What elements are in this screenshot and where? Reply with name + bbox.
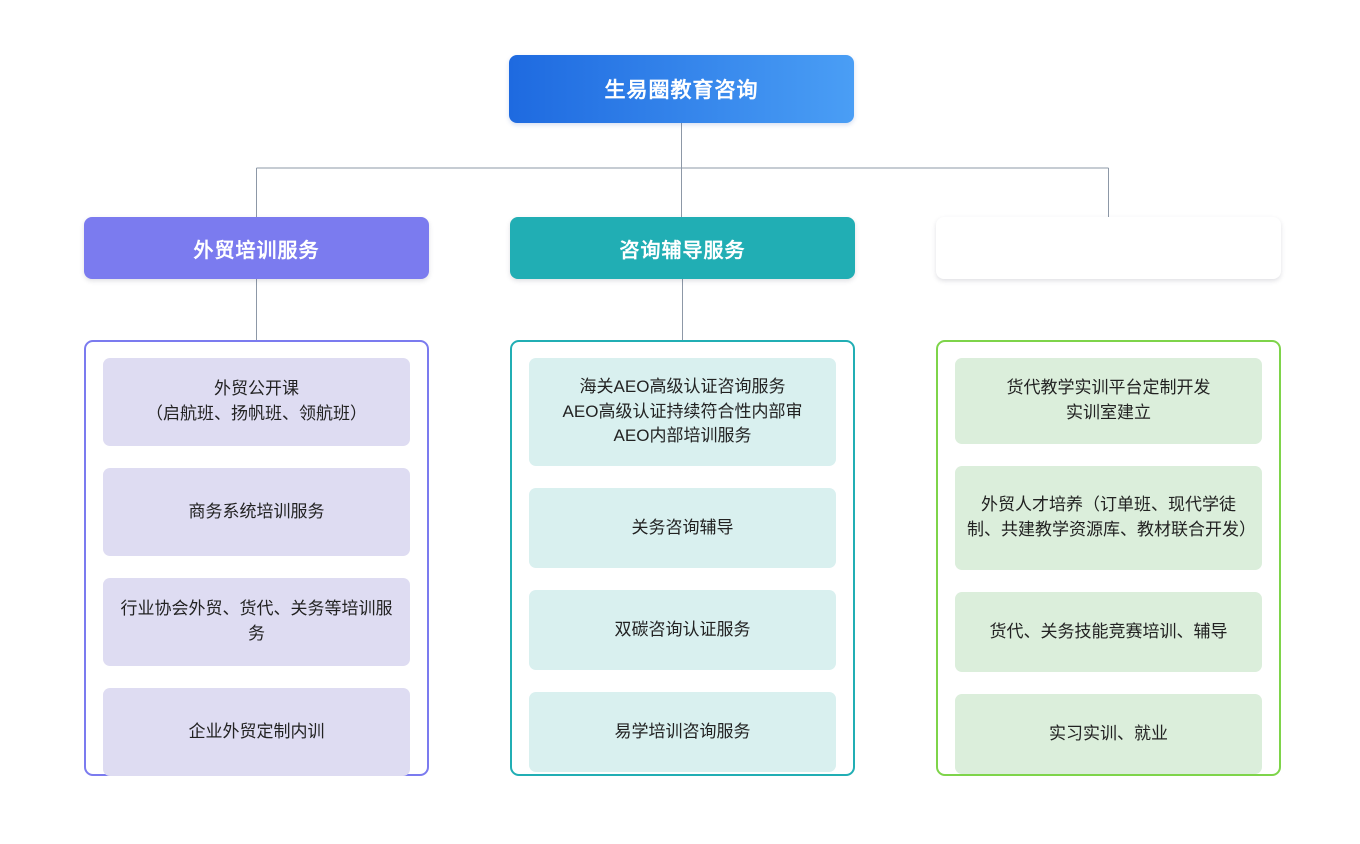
service-card[interactable]: 企业外贸定制内训 (103, 688, 410, 776)
service-card[interactable]: 行业协会外贸、货代、关务等培训服务 (103, 578, 410, 666)
column-container-zixun-fudao: 海关AEO高级认证咨询服务 AEO高级认证持续符合性内部审 AEO内部培训服务关… (510, 340, 855, 776)
service-card-label: 外贸公开课 （启航班、扬帆班、领航班） (146, 379, 367, 423)
service-card[interactable]: 实习实训、就业 (955, 694, 1262, 774)
service-card-label: 易学培训咨询服务 (614, 721, 751, 741)
service-card[interactable]: 货代、关务技能竞赛培训、辅导 (955, 592, 1262, 672)
column-header-zixun-fudao[interactable]: 咨询辅导服务 (510, 217, 855, 279)
service-card-label: 关务咨询辅导 (631, 517, 734, 537)
service-card[interactable]: 商务系统培训服务 (103, 468, 410, 556)
service-card[interactable]: 关务咨询辅导 (529, 488, 836, 568)
column-header-label: 外贸培训服务 (193, 239, 320, 262)
service-card-label: 货代、关务技能竞赛培训、辅导 (989, 621, 1228, 641)
service-card[interactable]: 外贸公开课 （启航班、扬帆班、领航班） (103, 358, 410, 446)
service-card-label: 行业协会外贸、货代、关务等培训服务 (120, 599, 393, 643)
service-card-label: 货代教学实训平台定制开发 实训室建立 (1006, 378, 1211, 422)
root-node[interactable]: 生易圈教育咨询 (509, 55, 854, 123)
column-container-waimao-peixun: 外贸公开课 （启航班、扬帆班、领航班） 商务系统培训服务行业协会外贸、货代、关务等… (84, 340, 429, 776)
service-card-label: 海关AEO高级认证咨询服务 AEO高级认证持续符合性内部审 AEO内部培训服务 (562, 377, 803, 446)
service-card-label: 外贸人才培养（订单班、现代学徒制、共建教学资源库、教材联合开发） (967, 495, 1256, 539)
column-header-label: 校企合作服务 (1045, 239, 1172, 262)
service-card[interactable]: 外贸人才培养（订单班、现代学徒制、共建教学资源库、教材联合开发） (955, 466, 1262, 570)
service-card[interactable]: 易学培训咨询服务 (529, 692, 836, 772)
column-container-xiaoqi-hezuo: 货代教学实训平台定制开发 实训室建立外贸人才培养（订单班、现代学徒制、共建教学资… (936, 340, 1281, 776)
service-card-label: 双碳咨询认证服务 (614, 619, 751, 639)
service-card-label: 实习实训、就业 (1049, 723, 1168, 743)
service-card-label: 企业外贸定制内训 (188, 721, 325, 741)
column-header-xiaoqi-hezuo[interactable]: 校企合作服务 (936, 217, 1281, 279)
column-header-label: 咨询辅导服务 (619, 239, 746, 262)
service-card-label: 商务系统培训服务 (188, 501, 325, 521)
column-header-waimao-peixun[interactable]: 外贸培训服务 (84, 217, 429, 279)
root-node-label: 生易圈教育咨询 (604, 79, 759, 102)
service-card[interactable]: 双碳咨询认证服务 (529, 590, 836, 670)
service-card[interactable]: 货代教学实训平台定制开发 实训室建立 (955, 358, 1262, 444)
service-card[interactable]: 海关AEO高级认证咨询服务 AEO高级认证持续符合性内部审 AEO内部培训服务 (529, 358, 836, 466)
